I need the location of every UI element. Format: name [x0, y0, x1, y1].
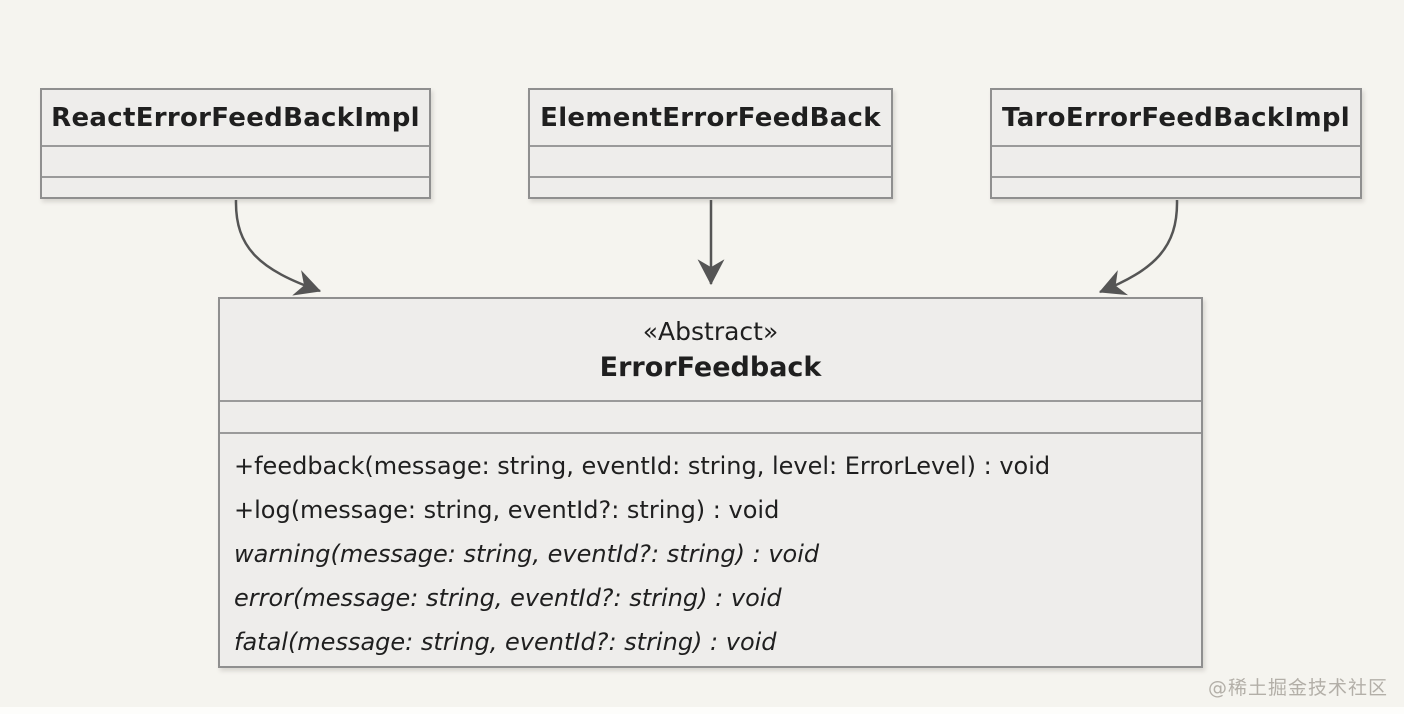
- class-title: ElementErrorFeedBack: [540, 102, 881, 133]
- method-feedback: +feedback(message: string, eventId: stri…: [234, 452, 1051, 480]
- class-box-taro-error-feedback-impl: TaroErrorFeedBackImpl: [990, 88, 1362, 199]
- class-attributes-empty: [992, 145, 1360, 176]
- class-box-element-error-feedback: ElementErrorFeedBack: [528, 88, 893, 199]
- class-title: TaroErrorFeedBackImpl: [1002, 102, 1350, 133]
- class-attributes-empty: [42, 145, 429, 176]
- class-attributes-empty: [530, 145, 891, 176]
- bottom-edge-strip: [0, 707, 1404, 714]
- inheritance-arrow-react-to-abstract: [234, 199, 322, 296]
- method-log: +log(message: string, eventId?: string) …: [234, 496, 780, 524]
- class-methods-list: +feedback(message: string, eventId: stri…: [220, 432, 1201, 666]
- method-warning: warning(message: string, eventId?: strin…: [234, 540, 820, 568]
- method-error: error(message: string, eventId?: string)…: [234, 584, 782, 612]
- class-methods-empty: [992, 176, 1360, 201]
- class-methods-empty: [530, 176, 891, 201]
- abstract-class-header: «Abstract» ErrorFeedback: [220, 299, 1201, 400]
- watermark-text: @稀土掘金技术社区: [1207, 677, 1388, 699]
- inheritance-arrow-taro-to-abstract: [1098, 199, 1179, 296]
- class-attributes-empty: [220, 400, 1201, 432]
- class-box-react-error-feedback-impl: ReactErrorFeedBackImpl: [40, 88, 431, 199]
- class-stereotype: «Abstract»: [642, 316, 779, 346]
- method-fatal: fatal(message: string, eventId?: string)…: [234, 628, 777, 656]
- class-title: ReactErrorFeedBackImpl: [51, 102, 420, 133]
- class-title: ErrorFeedback: [599, 351, 822, 383]
- class-methods-empty: [42, 176, 429, 201]
- class-box-abstract-error-feedback: «Abstract» ErrorFeedback +feedback(messa…: [218, 297, 1203, 668]
